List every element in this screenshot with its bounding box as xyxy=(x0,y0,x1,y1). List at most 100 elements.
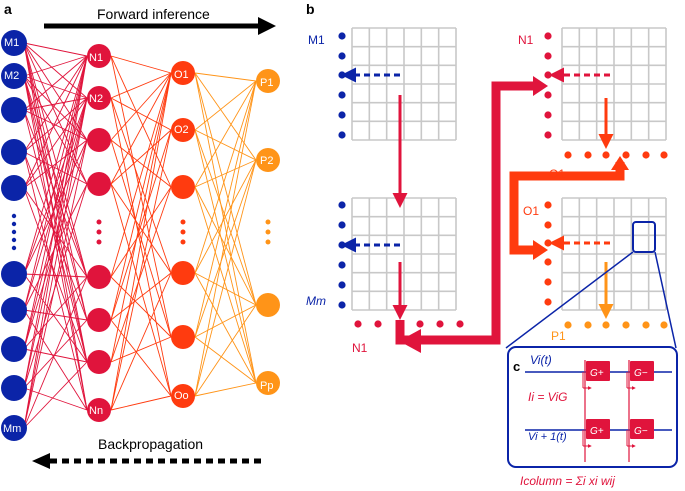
edge-o-p xyxy=(194,72,257,384)
neuron-n xyxy=(87,265,111,289)
ellipsis-dot xyxy=(180,219,186,225)
neuron-m xyxy=(1,139,27,165)
dot-n-grid2 xyxy=(544,111,552,119)
panel-a: a Forward inference Backpropagation M1 M… xyxy=(1,1,280,469)
edge-m-n xyxy=(23,139,88,429)
edge-m-n xyxy=(23,55,88,111)
dot-o-output xyxy=(642,151,650,159)
ellipsis-dot xyxy=(96,239,102,245)
neuron-n xyxy=(87,308,111,332)
label-p2: P2 xyxy=(260,155,273,167)
dot-m-grid1 xyxy=(338,111,346,119)
edge-m-n xyxy=(23,42,88,185)
crossbar-grid-4 xyxy=(561,197,667,311)
pipe-o-feedback xyxy=(509,162,625,255)
edge-n-o xyxy=(110,183,172,397)
dot-o-output xyxy=(622,151,630,159)
neuron-o xyxy=(171,118,195,142)
edge-m-n xyxy=(23,151,88,185)
label-nn: Nn xyxy=(89,405,103,417)
neuron-o xyxy=(171,175,195,199)
label-m1: M1 xyxy=(4,37,19,49)
edge-o-p xyxy=(194,72,257,161)
dot-n-output xyxy=(416,320,424,328)
back-arrow-head xyxy=(32,453,50,469)
dot-m-grid1 xyxy=(338,52,346,60)
cell-g-plus-row2: G+ xyxy=(582,419,610,448)
label-pp: Pp xyxy=(260,380,273,392)
ellipsis-dot xyxy=(265,219,271,225)
edge-o-p xyxy=(194,80,257,338)
edge-o-p xyxy=(194,80,257,131)
neuron-m xyxy=(1,175,27,201)
neuron-n xyxy=(87,86,111,110)
pipe-n-to-second-layer xyxy=(395,81,540,345)
edge-m-n xyxy=(23,55,88,350)
pipe-n-head-left xyxy=(399,329,421,353)
edge-m-n xyxy=(23,75,88,278)
edge-m-n xyxy=(23,109,88,278)
edge-m-n xyxy=(23,309,88,411)
dot-m-grid3 xyxy=(338,221,346,229)
label-o2: O2 xyxy=(174,124,189,136)
edge-n-o xyxy=(110,97,172,131)
dot-p-output xyxy=(602,321,610,329)
neuron-m xyxy=(1,375,27,401)
neuron-m xyxy=(1,30,27,56)
edge-m-n xyxy=(23,75,88,185)
dot-o-output xyxy=(564,151,572,159)
neuron-n xyxy=(87,350,111,374)
crossbar-dots xyxy=(338,32,668,329)
edge-o-p xyxy=(194,129,257,384)
label-b-n1-top: N1 xyxy=(518,33,534,47)
edge-m-n xyxy=(23,361,88,429)
edge-m-n xyxy=(23,55,88,389)
svg-text:G−: G− xyxy=(634,368,648,379)
edge-o-p xyxy=(194,272,257,384)
svg-text:G+: G+ xyxy=(590,426,604,437)
label-b-m1: M1 xyxy=(308,33,325,47)
label-b-p1: P1 xyxy=(551,329,566,343)
dot-n-grid2 xyxy=(544,131,552,139)
label-n2: N2 xyxy=(89,93,103,105)
neuron-o xyxy=(171,261,195,285)
neuron-o xyxy=(171,61,195,85)
dot-m-grid1 xyxy=(338,131,346,139)
panel-a-letter: a xyxy=(4,1,12,17)
edge-m-n xyxy=(23,75,88,321)
edge-m-n xyxy=(23,97,88,429)
dot-o-output xyxy=(660,151,668,159)
edge-m-n xyxy=(23,75,88,141)
panel-b: b M1 Mm N1 N1 O1 O1 P1 xyxy=(306,1,677,355)
edge-o-p xyxy=(194,304,257,397)
edge-m-n xyxy=(23,75,88,363)
dot-o-grid4 xyxy=(544,221,552,229)
dot-n-output xyxy=(374,320,382,328)
label-vi1: Vi + 1(t) xyxy=(528,431,567,443)
neuron-p xyxy=(256,293,280,317)
edge-o-p xyxy=(194,382,257,397)
edge-o-p xyxy=(194,80,257,274)
zoom-line-left xyxy=(505,251,634,349)
edge-n-o xyxy=(110,72,172,185)
neuron-n xyxy=(87,398,111,422)
neuron-m xyxy=(1,336,27,362)
edge-o-p xyxy=(194,80,257,188)
edge-n-o xyxy=(110,72,172,141)
dot-n-grid2 xyxy=(544,91,552,99)
edge-n-o xyxy=(110,272,172,411)
dot-n-grid2 xyxy=(544,32,552,40)
edge-o-p xyxy=(194,159,257,338)
edge-m-n xyxy=(23,42,88,411)
edge-n-o xyxy=(110,72,172,411)
edge-m-n xyxy=(23,42,88,141)
neuron-o xyxy=(171,325,195,349)
dot-o-output xyxy=(602,151,610,159)
dot-m-grid3 xyxy=(338,261,346,269)
svg-text:G−: G− xyxy=(634,426,648,437)
neuron-o xyxy=(171,384,195,408)
dot-o-grid4 xyxy=(544,258,552,266)
cell-g-minus-row1: G− xyxy=(626,361,654,390)
edge-n-o xyxy=(110,139,172,338)
forward-arrow-head xyxy=(258,17,276,35)
